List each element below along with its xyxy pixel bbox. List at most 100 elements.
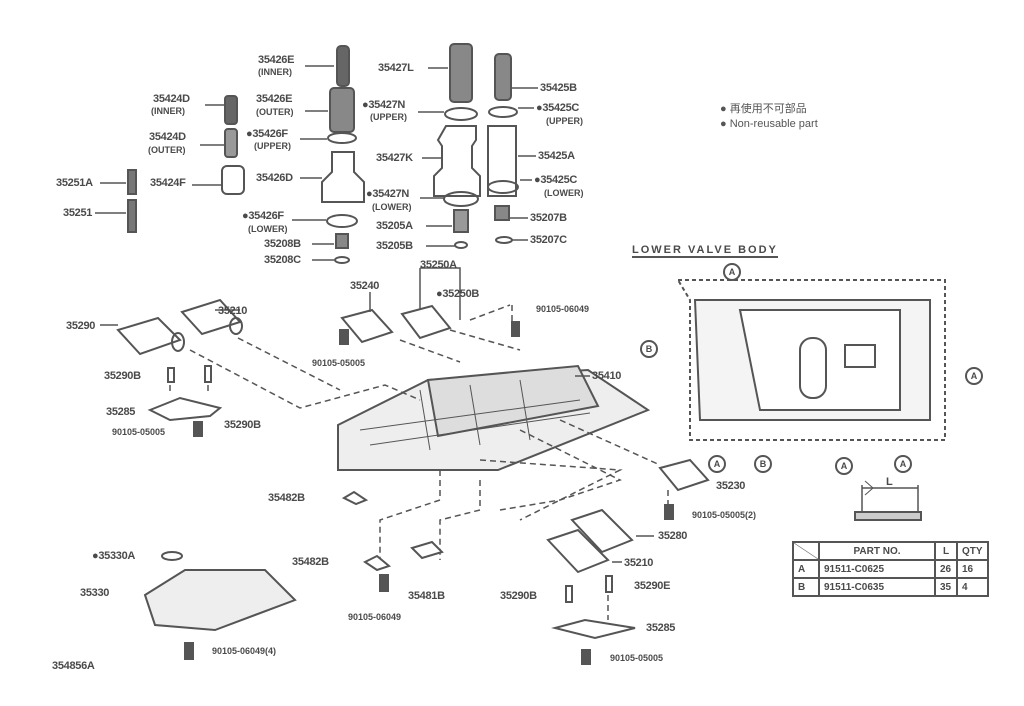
oring-35425C-upper [488,106,518,118]
callout-a-right: A [965,367,983,385]
spring-35424D-outer [224,128,238,158]
clamp-35482B-b [363,554,392,572]
bolt-parts-table: PART NO. L QTY A 91511-C0625 26 16 B 915… [792,541,989,597]
label-35205B: 35205B [376,240,413,252]
table-cell-l: 35 [934,577,958,597]
label-35210-upper: 35210 [218,305,248,317]
label-35290: 35290 [66,320,96,332]
solenoid-35230 [658,458,710,492]
table-cell-qty: 16 [956,559,989,579]
dimension-l-label: L [886,476,893,488]
label-35280: 35280 [658,530,688,542]
label-35290B-c: 35290B [500,590,537,602]
solenoid-35290 [116,316,185,356]
oring-35425C-lower [487,180,519,194]
label-35427K: 35427K [376,152,413,164]
label-35481B: 35481B [408,590,445,602]
label-35425A: 35425A [538,150,575,162]
label-35251: 35251 [63,207,93,219]
label-35426E-outer-note: (OUTER) [256,107,294,117]
detent-35481B [410,540,444,560]
spring-35427L [449,43,473,103]
label-35426D: 35426D [256,172,293,184]
table-cell-part-no: 91511-C0625 [818,559,936,579]
plug-35208B [335,233,349,249]
label-90105-05005-a: 90105-05005 [312,358,366,368]
table-header-qty: QTY [956,541,989,561]
label-35424F: 35424F [150,177,186,189]
label-35426F-lower: ●35426F [242,210,284,222]
diagram-id: 354856A [52,660,95,672]
label-35424D-outer: 35424D [149,131,186,143]
label-35425C-lower: ●35425C [534,174,578,186]
callout-a-bottom-3: A [894,455,912,473]
label-35482B-b: 35482B [292,556,329,568]
legend-english: ● Non-reusable part [720,118,818,130]
legend-japanese: ● 再使用不可部品 [720,103,807,115]
valve-35251A [127,169,137,195]
bolt-90105-05005-b [193,421,203,437]
label-35230: 35230 [716,480,746,492]
label-35424D-inner: 35424D [153,93,190,105]
bolt-90105-06049-4 [184,642,194,660]
callout-a-bottom-1: A [708,455,726,473]
label-35290E: 35290E [634,580,671,592]
solenoid-35210-upper [180,298,243,336]
bolt-90105-05005-c [581,649,591,665]
spring-35424D-inner [224,95,238,125]
pin-35290B-c [565,585,573,603]
bolt-90105-06049-b [379,574,389,592]
label-35250B: ●35250B [436,288,480,300]
ring-35207C [495,236,513,244]
oring-35427N-upper [444,107,478,121]
oring-35426F-lower [326,214,358,228]
label-35290B-b: 35290B [224,419,261,431]
label-35425C-upper-note: (UPPER) [546,116,584,126]
label-35425C-lower-note: (LOWER) [544,188,584,198]
label-35424D-inner-note: (INNER) [151,106,185,116]
label-35427N-upper-note: (UPPER) [370,112,408,122]
spring-35425B [494,53,512,101]
ring-35205B [454,241,468,249]
table-cell-l: 26 [934,559,958,579]
label-35330A: ●35330A [92,550,136,562]
label-35425B: 35425B [540,82,577,94]
label-35427N-lower-note: (LOWER) [372,202,412,212]
label-90105-05005-2: 90105-05005(2) [692,510,757,520]
table-cell-part-no: 91511-C0635 [818,577,936,597]
plug-35205A [453,209,469,233]
label-35482B-a: 35482B [268,492,305,504]
label-35426F-upper: ●35426F [246,128,288,140]
legend-english-text: Non-reusable part [729,118,818,130]
oil-pan-35330 [143,569,297,632]
table-row: B 91511-C0635 35 4 [792,577,989,597]
bolt-dimension-drawing [854,511,922,521]
label-35285-b: 35285 [646,622,676,634]
plug-35207B [494,205,510,221]
lower-valve-body-drawing [676,279,946,441]
label-35205A: 35205A [376,220,413,232]
table-cell-key: B [792,577,820,597]
valve-body-35410 [337,364,651,471]
callout-a-bottom-2: A [835,457,853,475]
label-35210-lower: 35210 [624,557,654,569]
clamp-35482B-a [341,490,369,506]
spring-35426E-inner [336,45,350,87]
table-row: A 91511-C0625 26 16 [792,559,989,579]
label-35240: 35240 [350,280,380,292]
label-35208C: 35208C [264,254,301,266]
solenoid-35280 [570,508,634,554]
label-35207B: 35207B [530,212,567,224]
label-90105-06049-a: 90105-06049 [536,304,590,314]
bolt-90105-06049-a [511,321,520,337]
label-90105-05005-c: 90105-05005 [610,653,664,663]
sleeve-35427K [433,125,481,197]
label-35330: 35330 [80,587,110,599]
table-header-l: L [934,541,958,561]
label-35207C: 35207C [530,234,567,246]
bolt-90105-05005-a [339,329,349,345]
table-header-part-no: PART NO. [818,541,936,561]
label-35285-a: 35285 [106,406,136,418]
table-header-corner [792,541,820,561]
solenoid-35250A [400,304,452,340]
